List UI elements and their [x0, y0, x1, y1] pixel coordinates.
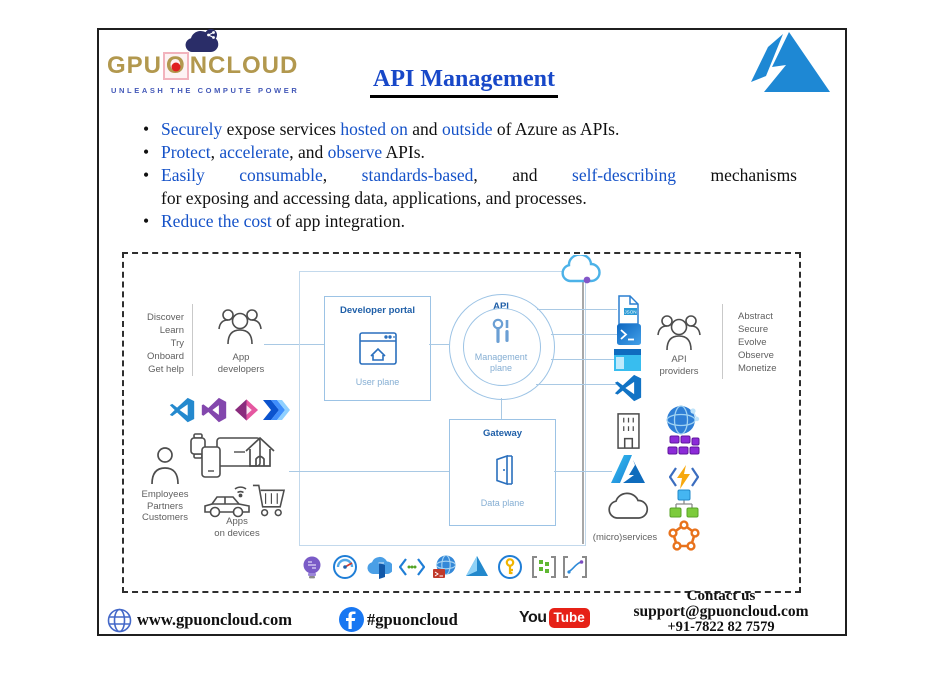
connector-line	[289, 471, 449, 472]
web-policy-icon	[433, 555, 457, 578]
visual-studio-icon	[201, 397, 227, 423]
contact-phone: +91-7822 82 7579	[667, 619, 775, 635]
service-mesh-icon	[668, 520, 700, 551]
api-code-icon	[399, 558, 425, 576]
azure-boundary-line	[582, 282, 584, 544]
connector-line	[429, 344, 449, 345]
brand-o-highlight: O	[163, 52, 189, 80]
app-developers-label: App developers	[217, 352, 265, 375]
azure-logo-icon	[751, 32, 830, 92]
gateway-title: Gateway	[482, 428, 523, 439]
bullet-list: •Securely expose services hosted on and …	[139, 118, 797, 233]
globe-icon	[107, 608, 132, 633]
user-plane-label: User plane	[355, 377, 400, 387]
bullet-item: •Reduce the cost of app integration.	[143, 211, 405, 231]
distributed-app-icon	[669, 489, 699, 518]
apim-boundary-box	[299, 271, 586, 546]
divider	[722, 304, 723, 379]
data-flow-icon	[563, 556, 587, 578]
configuration-icon	[532, 556, 556, 578]
facebook-icon	[339, 607, 364, 632]
contact-email: support@gpuoncloud.com	[633, 603, 809, 620]
bullet-item: •Easily consumable, standards-based, and…	[143, 165, 797, 208]
app-insights-icon	[303, 556, 321, 579]
brand-pre: GPU	[107, 52, 163, 79]
api-providers-label: API providers	[659, 354, 699, 377]
gateway-door-icon	[495, 455, 513, 485]
contact-block: Contact us support@gpuoncloud.com +91-78…	[597, 589, 845, 635]
bullet-item: •Protect, accelerate, and observe APIs.	[143, 142, 425, 162]
api-providers-icon	[657, 315, 701, 351]
cloud-outline-icon	[608, 492, 649, 519]
vscode-icon	[614, 374, 642, 402]
pyramid-icon	[466, 556, 488, 576]
contact-title: Contact us	[686, 588, 756, 604]
connector-line	[501, 398, 502, 419]
divider	[192, 304, 193, 376]
portal-browser-icon	[358, 332, 397, 365]
gpuoncloud-cloud-logo-icon	[185, 29, 219, 52]
web-app-globe-icon	[666, 405, 700, 435]
connector-line	[537, 309, 617, 310]
apps-on-devices-label: Apps on devices	[214, 516, 260, 539]
functions-icon	[669, 465, 699, 489]
power-automate-icon	[263, 400, 290, 420]
editor-window-icon	[614, 349, 641, 371]
json-file-icon: JSON	[618, 295, 639, 325]
self-hosted-gateway-icon	[367, 556, 392, 579]
microservices-label: (micro)services	[592, 532, 658, 543]
employees-label: Employees Partners Customers	[141, 489, 189, 523]
power-apps-icon	[234, 399, 259, 421]
target-dot-icon	[171, 62, 181, 72]
key-vault-icon	[498, 555, 522, 579]
website-link: www.gpuoncloud.com	[137, 610, 292, 629]
api-title: API	[493, 301, 509, 312]
terminal-icon	[617, 324, 641, 345]
developer-portal-title: Developer portal	[340, 305, 415, 316]
developer-portal-box: Developer portal User plane	[324, 296, 431, 401]
brand-post: NCLOUD	[189, 52, 299, 79]
bullet-item: •Securely expose services hosted on and …	[143, 119, 620, 139]
house-icon	[245, 436, 275, 467]
azure-cloud-icon	[561, 255, 601, 284]
brand-wordmark: GPUONCLOUD	[107, 52, 298, 80]
page-title: API Management	[370, 66, 558, 98]
app-developers-icon	[218, 309, 262, 345]
building-icon	[617, 413, 640, 449]
youtube-tube: Tube	[548, 608, 590, 628]
management-plane-label: Management plane	[474, 352, 528, 373]
vscode-icon	[169, 397, 195, 423]
connector-line	[554, 471, 612, 472]
connector-line	[264, 344, 324, 345]
brand-tagline: UNLEASH THE COMPUTE POWER	[111, 86, 300, 95]
employees-person-icon	[151, 447, 179, 485]
connector-line	[551, 334, 617, 335]
youtube-you: You	[519, 609, 547, 626]
slide: GPUONCLOUD UNLEASH THE COMPUTE POWER API…	[97, 28, 847, 636]
gateway-box: Gateway Data plane	[449, 419, 556, 526]
azure-a-icon	[611, 455, 645, 483]
management-tools-icon	[492, 318, 509, 343]
metrics-gauge-icon	[333, 555, 357, 579]
data-plane-label: Data plane	[480, 498, 525, 508]
connector-line	[551, 359, 617, 360]
connected-car-icon	[204, 486, 250, 518]
connector-line	[536, 384, 617, 385]
shopping-cart-icon	[252, 484, 286, 517]
facebook-tag: #gpuoncloud	[367, 610, 458, 629]
service-fabric-cluster-icon	[667, 435, 700, 455]
svg-text:JSON: JSON	[624, 309, 636, 314]
